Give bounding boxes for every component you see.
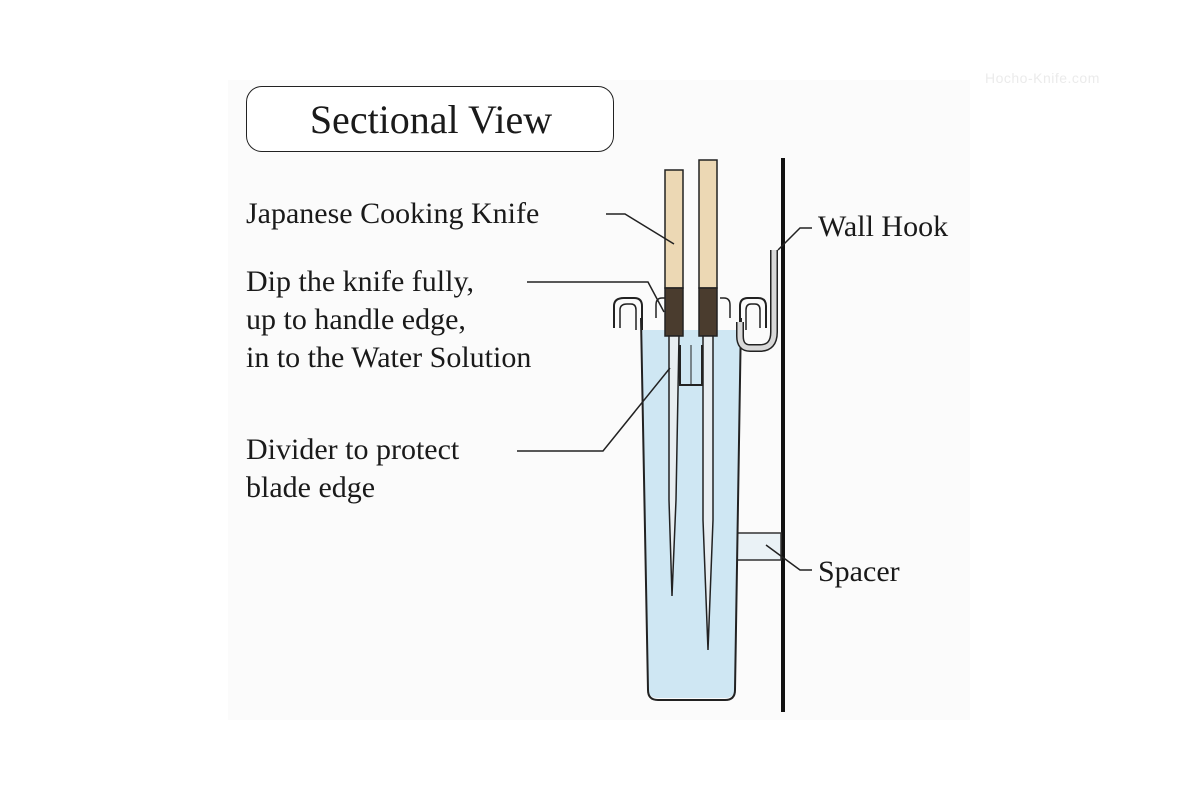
label-wall-hook: Wall Hook	[818, 210, 949, 243]
leader-wall-hook	[777, 227, 812, 251]
knife-handle-2	[698, 159, 718, 289]
label-divider-line2: blade edge	[246, 471, 376, 504]
diagram-panel	[228, 80, 970, 720]
leader-divider	[517, 367, 671, 452]
leader-dip	[527, 281, 665, 313]
label-dip-line2: up to handle edge,	[246, 303, 466, 336]
page-title: Sectional View	[309, 97, 553, 142]
knife-blade-2	[702, 335, 714, 651]
leader-spacer	[765, 544, 812, 571]
spacer	[734, 532, 782, 561]
knife-ferrule-1	[664, 287, 684, 337]
leader-knife	[606, 213, 675, 245]
knife-ferrule-2	[698, 287, 718, 337]
knife-blade-1	[668, 335, 680, 597]
knife-handle-1	[664, 169, 684, 289]
label-dip-line1: Dip the knife fully,	[246, 265, 475, 298]
water-solution	[641, 330, 741, 698]
container-rim-left	[613, 297, 643, 330]
label-divider-line1: Divider to protect	[246, 433, 460, 466]
label-knife: Japanese Cooking Knife	[246, 197, 540, 230]
label-dip-line3: in to the Water Solution	[246, 341, 532, 374]
container-rim-right	[739, 297, 767, 330]
watermark: Hocho-Knife.com	[985, 70, 1100, 86]
title-box: Sectional View	[246, 86, 614, 152]
label-spacer: Spacer	[818, 555, 900, 588]
container	[640, 317, 742, 701]
